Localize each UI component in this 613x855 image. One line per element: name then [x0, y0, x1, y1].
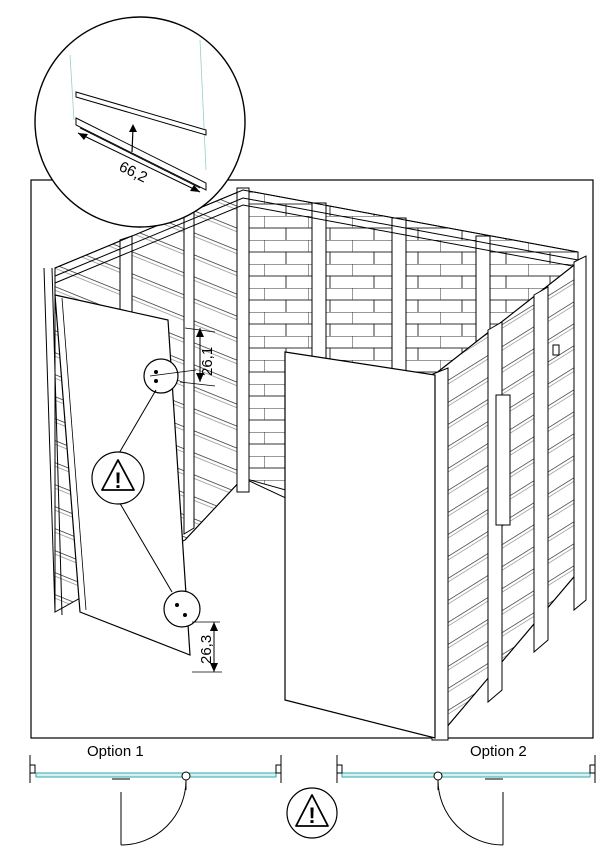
warning-symbol: ! — [114, 468, 121, 493]
lower-hole-detail — [163, 590, 201, 628]
option-2-diagram: Option 2 — [336, 743, 596, 846]
warning-triangle-icon: ! — [295, 794, 329, 828]
lower-dimension: 26,3 — [192, 621, 222, 673]
warning-triangle-icon: ! — [101, 459, 135, 493]
top-rails — [54, 189, 579, 284]
right-door-panel — [284, 351, 436, 739]
arrow-up-icon — [129, 124, 137, 153]
option-1-diagram: Option 1 — [29, 743, 282, 846]
option-2-label: Option 2 — [470, 743, 527, 760]
upper-dimension: 26,1 — [179, 327, 216, 387]
warning-callout: ! — [91, 389, 173, 593]
zoom-detail: 66,2 — [34, 16, 246, 228]
upper-hole-detail — [143, 358, 197, 394]
upper-dimension-label: 26,1 — [199, 347, 216, 376]
vent-icon — [552, 344, 560, 356]
lower-dimension-label: 26,3 — [198, 635, 215, 664]
bottom-warning-symbol: ! — [308, 803, 315, 828]
bottom-warning: ! — [286, 787, 338, 839]
window-opening — [495, 394, 511, 526]
option-1-label: Option 1 — [87, 743, 144, 760]
